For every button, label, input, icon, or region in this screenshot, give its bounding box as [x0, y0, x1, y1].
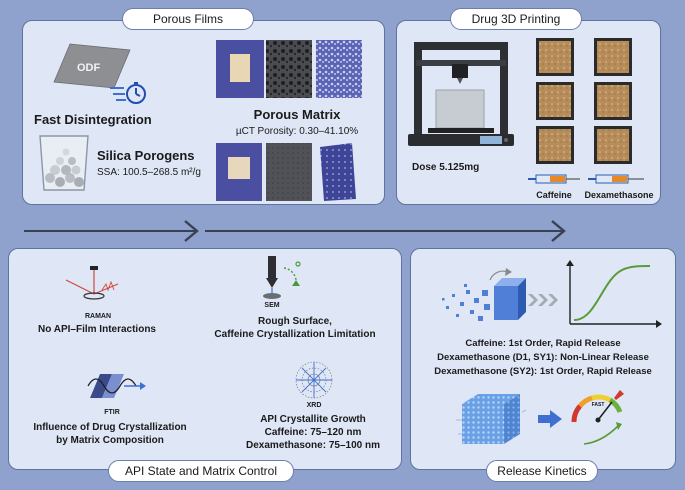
- ftir-icon: [87, 374, 146, 398]
- printed-films-grid: [536, 38, 632, 164]
- porous-films-title: Porous Films: [122, 8, 254, 30]
- silica-porogens-label: Silica Porogens: [97, 148, 195, 163]
- caffeine-syringe-icon: [528, 174, 580, 184]
- odf-label: ODF: [77, 62, 101, 74]
- release-kinetics-panel: [410, 248, 676, 470]
- porous-cube-illustration: [456, 394, 527, 444]
- release-line-3: Dexamethasone (SY2): 1st Order, Rapid Re…: [434, 366, 652, 377]
- api-state-title: API State and Matrix Control: [108, 460, 294, 482]
- timer-icon: [110, 82, 146, 104]
- raman-icon: [65, 266, 119, 300]
- porous-matrix-micrographs-top: [216, 40, 362, 98]
- right-arrow-icon: [538, 410, 562, 428]
- xrd-text-line1: API Crystallite Growth: [260, 414, 366, 425]
- dexamethasone-syringe-icon: [588, 174, 644, 184]
- porous-matrix-label: Porous Matrix: [253, 107, 341, 122]
- sem-text-line1: Rough Surface,: [258, 316, 332, 327]
- release-curve-plot: [566, 260, 662, 328]
- release-kinetics-title: Release Kinetics: [486, 460, 598, 482]
- ssa-value: SSA: 100.5–268.5 m²/g: [97, 167, 201, 178]
- dissolution-cube-illustration: [442, 268, 526, 321]
- dose-label: Dose 5.125mg: [412, 162, 480, 173]
- release-line-2: Dexamethasone (D1, SY1): Non-Linear Rele…: [437, 352, 649, 363]
- drug-3d-printing-title: Drug 3D Printing: [450, 8, 582, 30]
- speed-gauge-icon: [571, 390, 624, 445]
- beaker-porogen-icon: [39, 135, 89, 191]
- uct-porosity-value: µCT Porosity: 0.30–41.10%: [235, 126, 359, 137]
- sem-icon: [263, 256, 301, 299]
- ftir-text-line1: Influence of Drug Crystallization: [33, 422, 187, 433]
- dexamethasone-label: Dexamethasone: [584, 190, 654, 200]
- raman-text: No API–Film Interactions: [38, 324, 156, 335]
- gauge-label: FAST: [591, 402, 605, 408]
- xrd-icon: [295, 361, 333, 399]
- release-line-1: Caffeine: 1st Order, Rapid Release: [465, 338, 621, 349]
- xrd-label: XRD: [306, 402, 322, 409]
- xrd-text-line3: Dexamethasone: 75–100 nm: [246, 440, 380, 451]
- caffeine-label: Caffeine: [536, 190, 572, 200]
- sem-text-line2: Caffeine Crystallization Limitation: [214, 329, 376, 340]
- fast-disintegration-label: Fast Disintegration: [34, 112, 152, 127]
- ftir-label: FTIR: [104, 409, 120, 416]
- sem-label: SEM: [264, 302, 280, 309]
- triple-chevron-icon: [528, 294, 558, 306]
- xrd-text-line2: Caffeine: 75–120 nm: [264, 427, 362, 438]
- raman-label: RAMAN: [84, 313, 112, 320]
- porous-matrix-micrographs-bottom: [216, 143, 356, 201]
- ftir-text-line2: by Matrix Composition: [56, 435, 164, 446]
- 3d-printer-illustration: [408, 42, 514, 146]
